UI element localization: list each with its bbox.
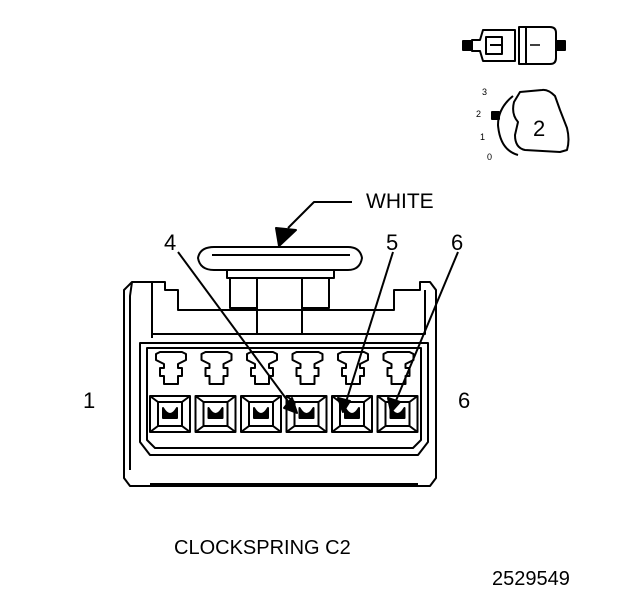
cavity-inner-6 (376, 395, 419, 433)
cavity-outer-3 (240, 395, 282, 433)
position-icon (491, 88, 570, 156)
cavity-outer-1 (149, 395, 191, 433)
cavity-latch-3 (246, 351, 278, 385)
pin-leader-lines (177, 251, 459, 414)
cavity-outer-2 (194, 395, 237, 433)
connector-housing (123, 246, 437, 487)
cavity-latch-2 (200, 351, 233, 385)
pin-callout-5: 5 (386, 230, 399, 255)
cavity-latch-1 (155, 351, 187, 385)
terminal-cavities (149, 351, 419, 433)
position-mark-3: 3 (482, 87, 488, 97)
cavity-latch-5 (337, 351, 369, 385)
cavity-terminal-4 (298, 407, 315, 419)
side-label-left: 1 (83, 388, 96, 413)
cavity-latch-4 (291, 351, 324, 385)
cavity-inner-2 (194, 395, 237, 433)
cavity-inner-3 (240, 395, 282, 433)
cavity-terminal-5 (344, 407, 360, 419)
side-view-icon (462, 26, 566, 65)
position-mark-1: 1 (480, 132, 486, 142)
cavity-latch-6 (382, 351, 415, 385)
connector-number: 2 (533, 116, 546, 141)
white-indicator-arrow (275, 201, 352, 247)
side-label-right: 6 (458, 388, 471, 413)
pin-callout-6: 6 (451, 230, 464, 255)
cavity-outer-5 (331, 395, 373, 433)
cavity-outer-4 (285, 395, 328, 433)
cavity-terminal-1 (162, 407, 178, 419)
color-label: WHITE (366, 190, 434, 213)
position-mark-0: 0 (487, 152, 493, 162)
figure-id: 2529549 (492, 568, 570, 590)
diagram-title: CLOCKSPRING C2 (174, 537, 351, 559)
cavity-terminal-3 (253, 407, 269, 419)
cavity-inner-1 (149, 395, 191, 433)
cavity-terminal-2 (207, 407, 224, 419)
position-mark-2: 2 (476, 109, 482, 119)
cavity-inner-5 (331, 395, 373, 433)
pin-callout-4: 4 (164, 230, 177, 255)
